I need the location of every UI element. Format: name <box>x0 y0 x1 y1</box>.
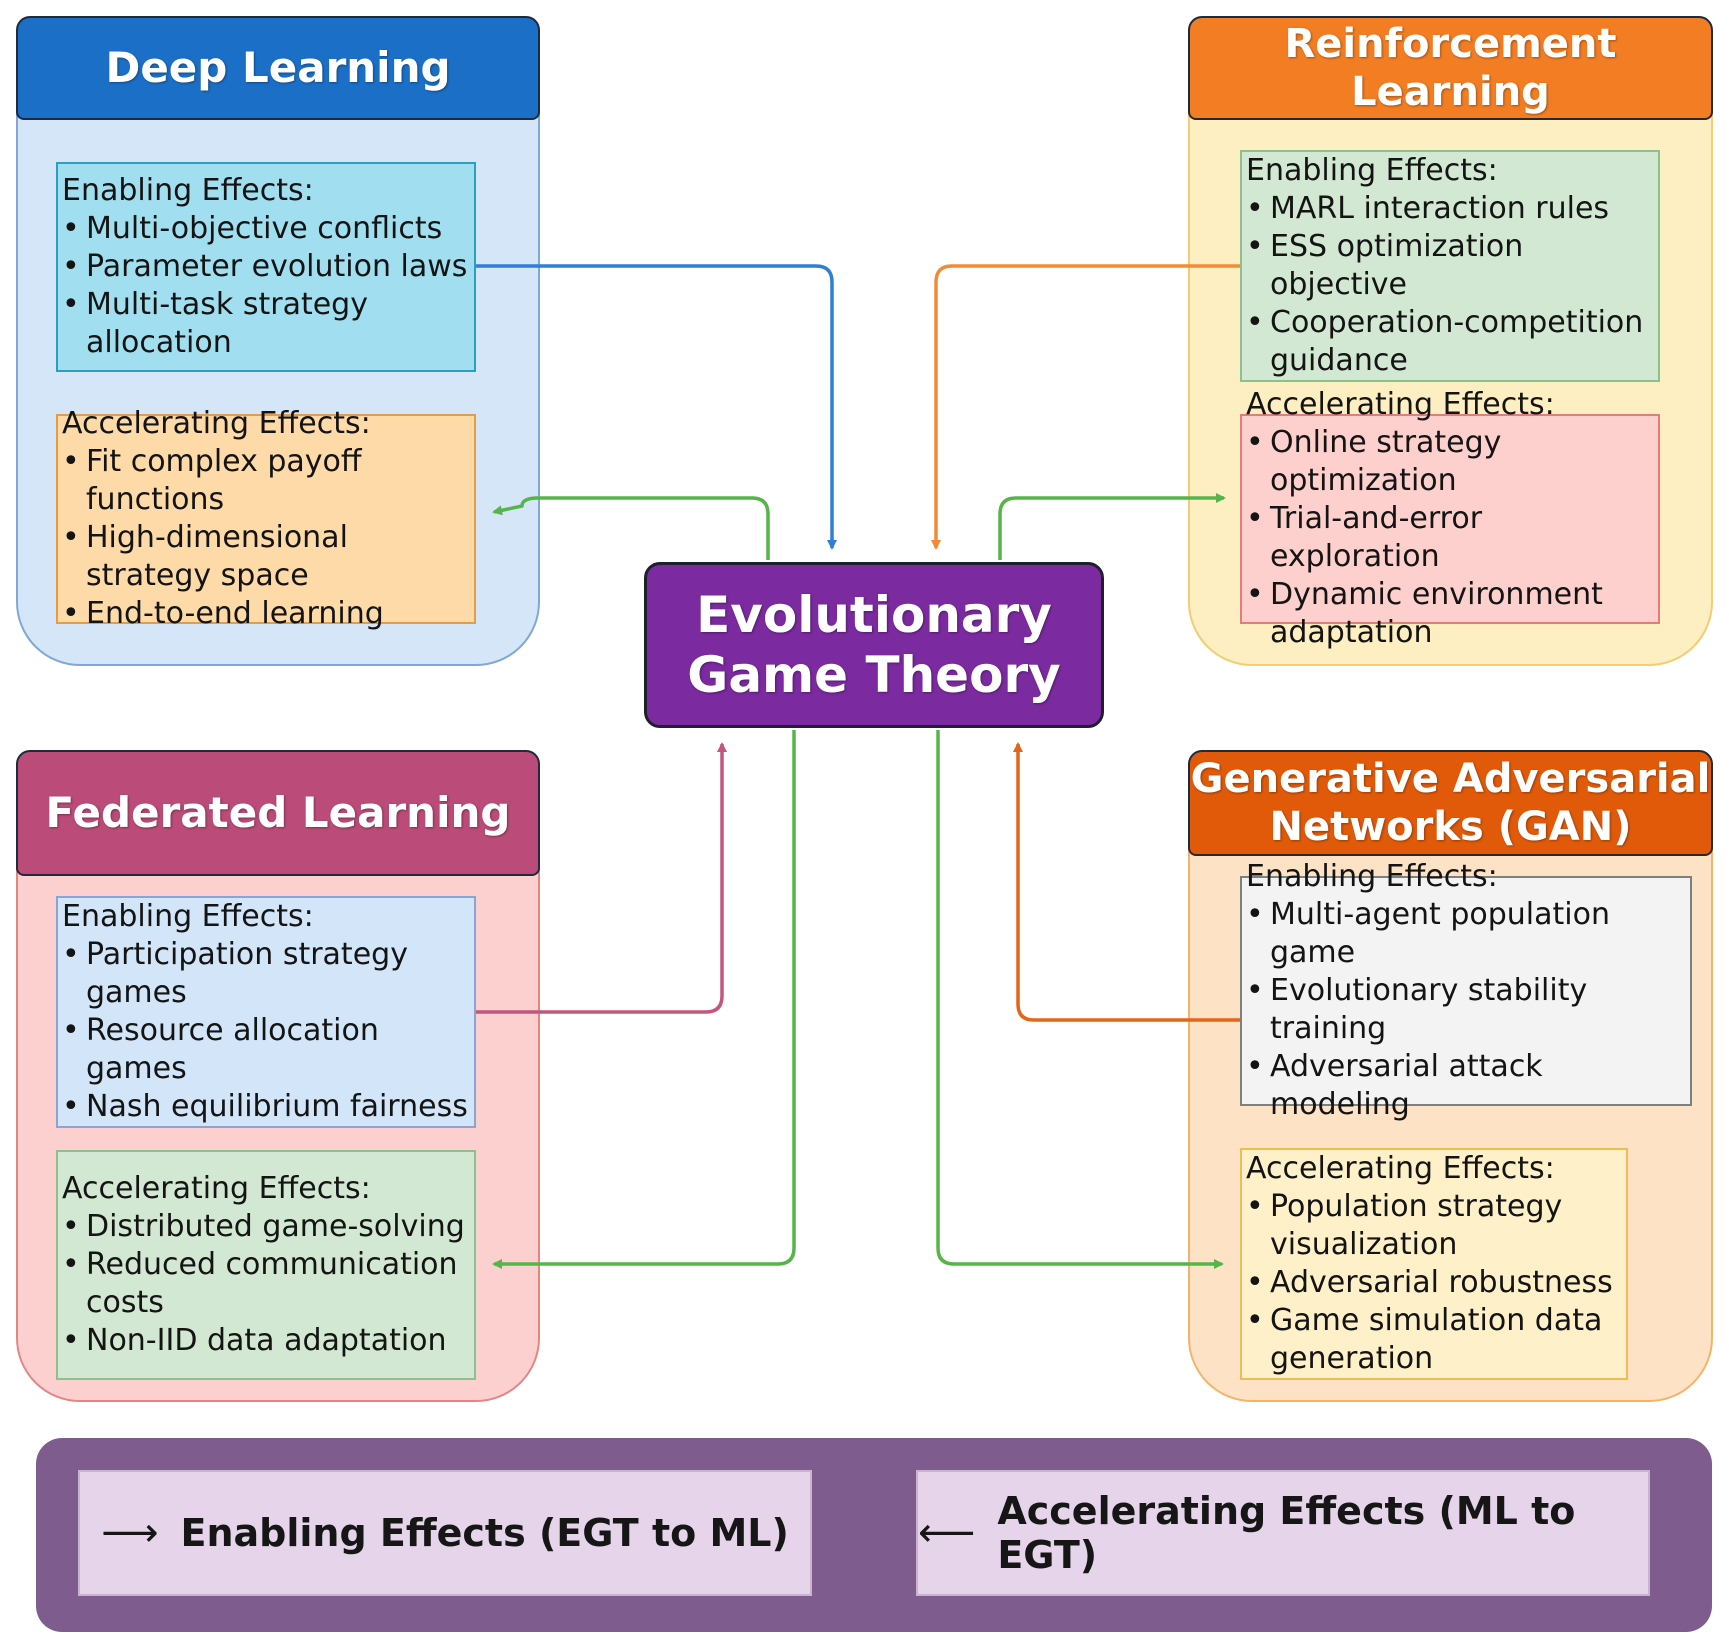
list-item: Online strategy optimization <box>1246 424 1654 500</box>
gan-enabling-box: Enabling Effects: Multi-agent population… <box>1240 859 1692 1122</box>
list-item: MARL interaction rules <box>1246 190 1654 228</box>
reinforcement-learning-accelerating-box: Accelerating Effects: Online strategy op… <box>1240 387 1660 650</box>
list-item: Population strategy visualization <box>1246 1188 1622 1264</box>
gan-accelerating-title: Accelerating Effects: <box>1246 1151 1555 1186</box>
gan-accelerating-box: Accelerating Effects: Population strateg… <box>1240 1148 1628 1380</box>
federated-learning-header: Federated Learning <box>16 750 540 876</box>
left-arrow-icon: ⟵ <box>918 1510 976 1556</box>
reinforcement-learning-enabling-title: Enabling Effects: <box>1246 153 1498 188</box>
reinforcement-learning-header: Reinforcement Learning <box>1188 16 1713 120</box>
evolutionary-game-theory-node: Evolutionary Game Theory <box>644 562 1104 728</box>
list-item: Trial-and-error exploration <box>1246 500 1654 576</box>
legend-enabling: ⟶ Enabling Effects (EGT to ML) <box>78 1470 812 1596</box>
deep-learning-accelerating-box: Accelerating Effects: Fit complex payoff… <box>56 406 476 631</box>
list-item: Nash equilibrium fairness <box>62 1088 470 1126</box>
list-item: Dynamic environment adaptation <box>1246 576 1654 652</box>
deep-learning-accelerating-title: Accelerating Effects: <box>62 406 371 441</box>
legend-accelerating: ⟵ Accelerating Effects (ML to EGT) <box>916 1470 1650 1596</box>
gan-enabling-title: Enabling Effects: <box>1246 859 1498 894</box>
right-arrow-icon: ⟶ <box>101 1510 159 1556</box>
list-item: Distributed game-solving <box>62 1208 470 1246</box>
arrow-federated-learning-accelerating <box>492 730 796 1269</box>
deep-learning-header: Deep Learning <box>16 16 540 120</box>
list-item: Participation strategy games <box>62 936 470 1012</box>
list-item: Evolutionary stability training <box>1246 972 1686 1048</box>
list-item: Non-IID data adaptation <box>62 1322 470 1360</box>
federated-learning-enabling-box: Enabling Effects: Participation strategy… <box>56 896 476 1128</box>
list-item: Multi-objective conflicts <box>62 210 470 248</box>
list-item: Adversarial robustness <box>1246 1264 1622 1302</box>
arrow-reinforcement-learning-enabling <box>931 264 1240 550</box>
arrow-gan-enabling <box>1013 742 1240 1022</box>
federated-learning-title: Federated Learning <box>45 787 511 837</box>
reinforcement-learning-title: Reinforcement Learning <box>1284 21 1617 115</box>
arrow-reinforcement-learning-accelerating <box>998 493 1226 560</box>
list-item: Parameter evolution laws <box>62 248 470 286</box>
legend-enabling-label: Enabling Effects (EGT to ML) <box>180 1511 789 1555</box>
deep-learning-enabling-title: Enabling Effects: <box>62 173 314 208</box>
list-item: High-dimensional strategy space <box>62 519 470 595</box>
federated-learning-accelerating-box: Accelerating Effects: Distributed game-s… <box>56 1150 476 1380</box>
legend-accelerating-label: Accelerating Effects (ML to EGT) <box>997 1489 1576 1577</box>
gan-title-line1: Generative Adversarial <box>1190 756 1711 802</box>
arrow-federated-learning-enabling <box>476 742 727 1014</box>
list-item: Cooperation-competition guidance <box>1246 304 1654 380</box>
center-title-line2: Game Theory <box>687 646 1061 704</box>
gan-header: Generative Adversarial Networks (GAN) <box>1188 750 1713 856</box>
reinforcement-learning-enabling-box: Enabling Effects: MARL interaction rules… <box>1240 150 1660 382</box>
arrow-deep-learning-accelerating <box>492 496 770 560</box>
federated-learning-accelerating-title: Accelerating Effects: <box>62 1171 371 1206</box>
gan-title-line2: Networks (GAN) <box>1269 804 1632 850</box>
list-item: Multi-agent population game <box>1246 896 1686 972</box>
list-item: Reduced communication costs <box>62 1246 470 1322</box>
list-item: Game simulation data generation <box>1246 1302 1622 1378</box>
deep-learning-title: Deep Learning <box>105 42 451 92</box>
list-item: End-to-end learning <box>62 595 470 633</box>
deep-learning-enabling-box: Enabling Effects: Multi-objective confli… <box>56 162 476 372</box>
federated-learning-enabling-title: Enabling Effects: <box>62 899 314 934</box>
list-item: ESS optimization objective <box>1246 228 1654 304</box>
legend-panel: ⟶ Enabling Effects (EGT to ML) ⟵ Acceler… <box>36 1438 1712 1632</box>
list-item: Fit complex payoff functions <box>62 443 470 519</box>
list-item: Resource allocation games <box>62 1012 470 1088</box>
center-title-line1: Evolutionary <box>696 586 1052 644</box>
arrow-gan-accelerating <box>936 730 1224 1269</box>
arrow-deep-learning-enabling <box>476 264 837 550</box>
list-item: Adversarial attack modeling <box>1246 1048 1686 1124</box>
list-item: Multi-task strategy allocation <box>62 286 470 362</box>
reinforcement-learning-accelerating-title: Accelerating Effects: <box>1246 387 1555 422</box>
